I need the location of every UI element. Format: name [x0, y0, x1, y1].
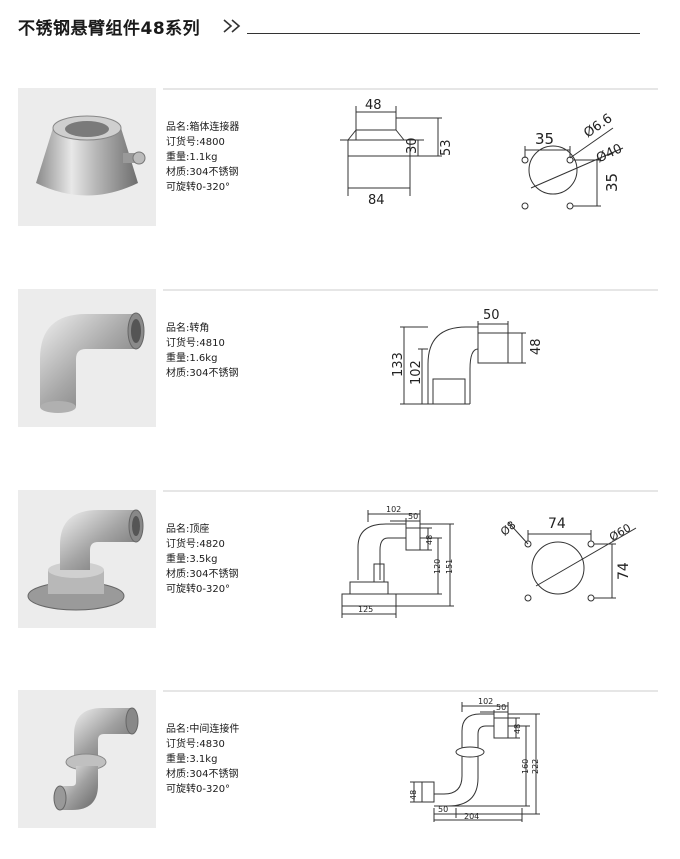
- title-rule: [247, 33, 640, 34]
- product-name: 品名:顶座: [166, 524, 210, 535]
- dim-hole-diameter: Ø8: [498, 518, 518, 538]
- product-section-4830: 品名:中间连接件 订货号:4830 重量:3.1kg 材质:304不锈钢 可旋转…: [18, 690, 658, 830]
- product-name: 品名:箱体连接器: [166, 122, 240, 133]
- dim-height-222: 222: [531, 759, 540, 774]
- order-number: 订货号:4800: [166, 137, 225, 148]
- product-section-4810: 品名:转角 订货号:4810 重量:1.6kg 材质:304不锈钢 50 48 …: [18, 289, 658, 429]
- dim-hole-distance-y: 74: [616, 562, 632, 580]
- dim-hole-diameter: Ø6.6: [581, 111, 615, 141]
- dim-height-102: 102: [409, 360, 424, 385]
- product-name: 品名:转角: [166, 323, 210, 334]
- weight: 重量:1.6kg: [166, 353, 218, 364]
- dim-hole-distance-y: 35: [603, 173, 621, 192]
- rotation-range: 可旋转0-320°: [166, 182, 231, 193]
- dim-height-160: 160: [521, 759, 530, 774]
- dim-hole-distance-x: 35: [535, 130, 554, 148]
- order-number: 订货号:4810: [166, 338, 225, 349]
- weight: 重量:3.5kg: [166, 554, 218, 565]
- dim-arm-50: 50: [496, 703, 506, 712]
- product-section-4800: 品名:箱体连接器 订货号:4800 重量:1.1kg 材质:304不锈钢 可旋转…: [18, 88, 658, 228]
- side-view-drawing: 102 50 48 160 222 48 50 204: [409, 697, 540, 822]
- dim-top-102: 102: [478, 697, 493, 706]
- dim-hole-distance-x: 74: [548, 516, 566, 532]
- product-name: 品名:中间连接件: [166, 724, 240, 735]
- dim-arm-50: 50: [408, 512, 418, 521]
- page-title: 不锈钢悬臂组件48系列: [18, 19, 201, 39]
- product-specs: 品名:顶座 订货号:4820 重量:3.5kg 材质:304不锈钢 可旋转0-3…: [166, 522, 238, 597]
- dim-height-133: 133: [391, 352, 406, 377]
- dim-bottom-arm-50: 50: [438, 805, 448, 814]
- weight: 重量:3.1kg: [166, 754, 218, 765]
- material: 材质:304不锈钢: [166, 569, 239, 580]
- weight: 重量:1.1kg: [166, 152, 218, 163]
- dim-height-48: 48: [529, 338, 544, 355]
- product-specs: 品名:箱体连接器 订货号:4800 重量:1.1kg 材质:304不锈钢 可旋转…: [166, 120, 239, 195]
- product-photo-middle-connector: [18, 690, 156, 828]
- section-separator: [163, 490, 658, 492]
- product-specs: 品名:转角 订货号:4810 重量:1.6kg 材质:304不锈钢: [166, 321, 238, 381]
- hole-pattern-drawing: Ø8 74 Ø60 74: [498, 516, 637, 602]
- dim-top-102: 102: [386, 505, 401, 514]
- dim-bottom-width: 84: [368, 193, 385, 208]
- section-separator: [163, 88, 658, 90]
- double-chevron-right-icon: [223, 19, 241, 33]
- product-section-4820: 品名:顶座 订货号:4820 重量:3.5kg 材质:304不锈钢 可旋转0-3…: [18, 490, 658, 630]
- product-photo-top-base: [18, 490, 156, 628]
- product-photo-box-connector: [18, 88, 156, 226]
- material: 材质:304不锈钢: [166, 368, 239, 379]
- dim-base-125: 125: [358, 605, 373, 614]
- dim-height-151: 151: [445, 559, 454, 574]
- dim-circle-diameter: Ø40: [594, 141, 625, 166]
- side-view-drawing: 48 84 30 53: [340, 98, 454, 208]
- dim-height-120: 120: [433, 559, 442, 574]
- dim-height-53: 53: [439, 139, 454, 156]
- dim-left-tube-48: 48: [409, 790, 418, 800]
- side-view-drawing: 50 48 133 102: [391, 308, 544, 405]
- section-separator: [163, 289, 658, 291]
- dim-tube-48: 48: [425, 535, 434, 545]
- material: 材质:304不锈钢: [166, 167, 239, 178]
- dim-width-204: 204: [464, 812, 479, 821]
- rotation-range: 可旋转0-320°: [166, 584, 231, 595]
- rotation-range: 可旋转0-320°: [166, 784, 231, 795]
- hole-pattern-drawing: 35 Ø6.6 Ø40 35: [521, 111, 625, 210]
- side-view-drawing: 102 50 48 120 151 125: [341, 505, 454, 618]
- product-specs: 品名:中间连接件 订货号:4830 重量:3.1kg 材质:304不锈钢 可旋转…: [166, 722, 239, 797]
- dim-circle-diameter: Ø60: [607, 521, 633, 544]
- dim-top-width: 48: [365, 98, 382, 113]
- dim-tube-48: 48: [513, 724, 522, 734]
- order-number: 订货号:4830: [166, 739, 225, 750]
- dim-height-30: 30: [405, 137, 420, 154]
- product-photo-corner: [18, 289, 156, 427]
- material: 材质:304不锈钢: [166, 769, 239, 780]
- order-number: 订货号:4820: [166, 539, 225, 550]
- dim-width-50: 50: [483, 308, 500, 323]
- section-separator: [163, 690, 658, 692]
